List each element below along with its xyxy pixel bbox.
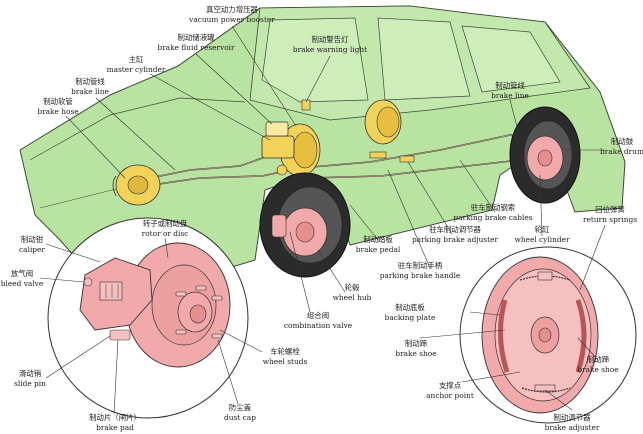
label-brake-shoe-left: 制动蹄 brake shoe <box>395 339 436 358</box>
disc-brake-detail <box>47 217 249 419</box>
svg-text:轮毂: 轮毂 <box>345 283 360 292</box>
labels: 真空动力增压器 vacuum power booster 制动储液罐 brake… <box>1 5 643 432</box>
svg-text:wheel cylinder: wheel cylinder <box>515 235 570 244</box>
svg-text:slide pin: slide pin <box>14 379 46 388</box>
svg-text:组合阀: 组合阀 <box>307 311 329 320</box>
svg-text:制动鼓: 制动鼓 <box>611 137 634 146</box>
svg-text:brake shoe: brake shoe <box>395 349 436 358</box>
label-brake-shoe-right: 制动蹄 brake shoe <box>577 355 618 374</box>
svg-text:vacuum power booster: vacuum power booster <box>188 15 275 24</box>
svg-text:master cylinder: master cylinder <box>107 65 166 74</box>
front-left-brake <box>112 164 161 206</box>
svg-text:制动管线: 制动管线 <box>495 81 525 90</box>
label-wheel-cylinder: 轮缸 wheel cylinder <box>515 225 570 244</box>
svg-text:brake warning light: brake warning light <box>293 45 367 54</box>
svg-text:brake pad: brake pad <box>96 423 134 432</box>
svg-text:caliper: caliper <box>19 245 45 254</box>
label-brake-pedal: 制动踏板 brake pedal <box>356 235 401 254</box>
svg-text:放气阀: 放气阀 <box>11 269 33 278</box>
svg-text:brake pedal: brake pedal <box>356 245 401 254</box>
label-bleed-valve: 放气阀 bleed valve <box>1 269 43 288</box>
label-brake-line-rear: 制动管线 brake line <box>491 81 529 100</box>
label-brake-hose: 制动软管 brake hose <box>37 97 78 116</box>
vacuum-booster <box>261 99 321 177</box>
svg-text:brake shoe: brake shoe <box>577 365 618 374</box>
label-dust-cap: 防尘盖 dust cap <box>224 403 256 422</box>
rear-drum-housing <box>364 99 402 145</box>
svg-text:combination valve: combination valve <box>284 321 352 330</box>
svg-text:驻车制动调节器: 驻车制动调节器 <box>429 225 481 234</box>
parking-brake-adjuster <box>369 151 415 163</box>
rear-right-wheel <box>509 106 581 204</box>
svg-text:支撑点: 支撑点 <box>439 381 462 390</box>
svg-text:制动调节器: 制动调节器 <box>554 413 592 422</box>
svg-text:parking brake handle: parking brake handle <box>380 271 461 280</box>
svg-text:dust cap: dust cap <box>224 413 256 422</box>
label-anchor-point: 支撑点 anchor point <box>426 381 474 400</box>
svg-text:制动管线: 制动管线 <box>75 77 105 86</box>
svg-text:驻车制动钢索: 驻车制动钢索 <box>471 203 515 212</box>
svg-text:rotor or disc: rotor or disc <box>142 229 189 238</box>
leader-lines <box>39 25 606 415</box>
svg-text:真空动力增压器: 真空动力增压器 <box>206 5 258 14</box>
label-backing-plate: 制动底板 backing plate <box>385 303 436 322</box>
label-brake-pad: 制动片（闸片） brake pad <box>89 413 141 432</box>
label-wheel-studs: 车轮螺栓 wheel studs <box>263 347 308 366</box>
label-brake-warning-light: 制动警告灯 brake warning light <box>293 35 367 54</box>
svg-text:防尘盖: 防尘盖 <box>229 403 252 412</box>
svg-text:backing plate: backing plate <box>385 313 436 322</box>
svg-text:制动警告灯: 制动警告灯 <box>312 35 350 44</box>
svg-text:bleed valve: bleed valve <box>1 279 43 288</box>
label-wheel-hub: 轮毂 wheel hub <box>333 283 372 302</box>
svg-text:制动钳: 制动钳 <box>21 235 44 244</box>
label-master-cylinder: 主缸 master cylinder <box>107 55 166 74</box>
front-right-wheel <box>259 172 351 278</box>
label-parking-brake-handle: 驻车制动手柄 parking brake handle <box>380 261 461 280</box>
label-brake-adjuster: 制动调节器 brake adjuster <box>545 413 600 432</box>
svg-text:brake adjuster: brake adjuster <box>545 423 600 432</box>
svg-text:轮缸: 轮缸 <box>535 225 550 234</box>
svg-text:制动蹄: 制动蹄 <box>587 355 610 364</box>
svg-text:brake hose: brake hose <box>37 107 78 116</box>
svg-text:制动软管: 制动软管 <box>43 97 73 106</box>
svg-text:parking brake adjuster: parking brake adjuster <box>412 235 499 244</box>
label-slide-pin: 滑动销 slide pin <box>14 369 46 388</box>
svg-text:brake fluid reservoir: brake fluid reservoir <box>157 43 235 52</box>
svg-text:anchor point: anchor point <box>426 391 474 400</box>
svg-text:制动底板: 制动底板 <box>395 303 425 312</box>
svg-text:回位弹簧: 回位弹簧 <box>595 205 625 214</box>
label-vacuum-booster: 真空动力增压器 vacuum power booster <box>188 5 275 24</box>
svg-text:制动蹄: 制动蹄 <box>405 339 428 348</box>
label-brake-line-front: 制动管线 brake line <box>71 77 109 96</box>
label-parking-brake-adjuster: 驻车制动调节器 parking brake adjuster <box>412 225 499 244</box>
svg-text:brake line: brake line <box>71 87 109 96</box>
svg-text:制动踏板: 制动踏板 <box>363 235 393 244</box>
svg-text:滑动销: 滑动销 <box>19 369 42 378</box>
label-caliper: 制动钳 caliper <box>19 235 45 254</box>
svg-text:wheel hub: wheel hub <box>333 293 372 302</box>
svg-text:制动片（闸片）: 制动片（闸片） <box>89 413 141 422</box>
svg-text:转子或制动盘: 转子或制动盘 <box>143 219 188 228</box>
svg-text:车轮螺栓: 车轮螺栓 <box>270 347 300 356</box>
label-parking-brake-cables: 驻车制动钢索 parking brake cables <box>453 203 532 222</box>
svg-text:主缸: 主缸 <box>129 55 144 64</box>
svg-text:parking brake cables: parking brake cables <box>453 213 532 222</box>
svg-text:wheel studs: wheel studs <box>263 357 308 366</box>
label-brake-fluid-reservoir: 制动储液罐 brake fluid reservoir <box>157 33 235 52</box>
svg-text:制动储液罐: 制动储液罐 <box>178 33 216 42</box>
drum-brake-detail <box>459 246 637 424</box>
label-rotor-or-disc: 转子或制动盘 rotor or disc <box>142 219 189 238</box>
label-combination-valve: 组合阀 combination valve <box>284 311 352 330</box>
svg-text:return springs: return springs <box>583 215 637 224</box>
svg-text:brake line: brake line <box>491 91 529 100</box>
label-brake-drum: 制动鼓 brake drum <box>600 137 643 156</box>
svg-text:驻车制动手柄: 驻车制动手柄 <box>398 261 442 270</box>
svg-text:brake drum: brake drum <box>600 147 643 156</box>
label-return-springs: 回位弹簧 return springs <box>583 205 637 224</box>
